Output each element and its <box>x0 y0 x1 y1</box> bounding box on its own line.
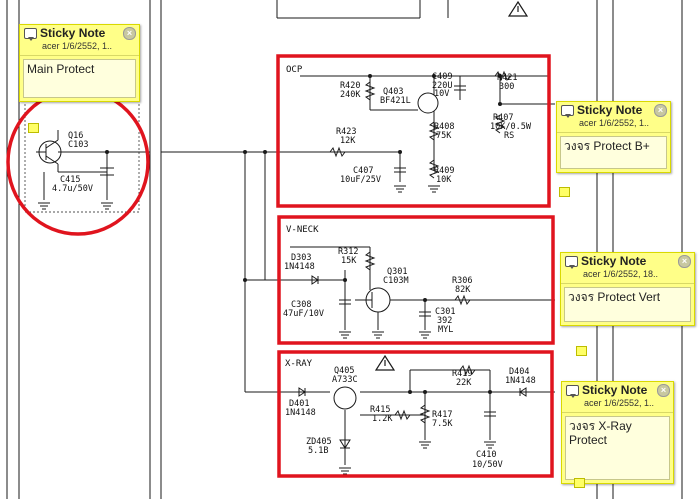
sticky-note-title: Sticky Note <box>582 383 648 397</box>
main-protect-highlight-circle <box>6 88 150 236</box>
sticky-note-protect-bplus[interactable]: Sticky Note × acer 1/6/2552, 1.. วงจร Pr… <box>556 101 671 173</box>
section-label-vneck: V-NECK <box>286 225 319 235</box>
sticky-note-title: Sticky Note <box>40 26 106 40</box>
sticky-note-icon <box>24 28 37 41</box>
close-icon[interactable]: × <box>678 255 691 268</box>
sticky-note-header[interactable]: Sticky Note × acer 1/6/2552, 18.. <box>561 253 694 284</box>
sticky-note-marker-icon[interactable] <box>576 346 587 356</box>
sticky-note-icon <box>561 105 574 118</box>
sticky-note-marker-icon[interactable] <box>28 123 39 133</box>
sticky-note-body[interactable]: Main Protect <box>23 59 136 98</box>
sticky-note-body[interactable]: วงจร Protect B+ <box>560 136 667 169</box>
sticky-note-meta: acer 1/6/2552, 1.. <box>579 118 650 128</box>
close-icon[interactable]: × <box>123 27 136 40</box>
sticky-note-body[interactable]: วงจร Protect Vert <box>564 287 691 322</box>
sticky-note-icon <box>566 385 579 398</box>
sticky-note-icon <box>565 256 578 269</box>
sticky-note-header[interactable]: Sticky Note × acer 1/6/2552, 1.. <box>562 382 673 413</box>
sticky-note-protect-vert[interactable]: Sticky Note × acer 1/6/2552, 18.. วงจร P… <box>560 252 695 326</box>
sticky-note-meta: acer 1/6/2552, 1.. <box>584 398 655 408</box>
section-label-xray: X-RAY <box>285 359 313 369</box>
section-label-ocp: OCP <box>286 65 303 75</box>
sticky-note-main-protect[interactable]: Sticky Note × acer 1/6/2552, 1.. Main Pr… <box>19 24 140 102</box>
sticky-note-body[interactable]: วงจร X-Ray Protect <box>565 416 670 480</box>
xray-highlight-box <box>277 350 554 478</box>
sticky-note-header[interactable]: Sticky Note × acer 1/6/2552, 1.. <box>557 102 670 133</box>
vneck-highlight-box <box>277 215 555 345</box>
sticky-note-meta: acer 1/6/2552, 18.. <box>583 269 659 279</box>
sticky-note-xray-protect[interactable]: Sticky Note × acer 1/6/2552, 1.. วงจร X-… <box>561 381 674 484</box>
sticky-note-marker-icon[interactable] <box>574 478 585 488</box>
close-icon[interactable]: × <box>654 104 667 117</box>
sticky-note-meta: acer 1/6/2552, 1.. <box>42 41 113 51</box>
sticky-note-header[interactable]: Sticky Note × acer 1/6/2552, 1.. <box>20 25 139 56</box>
sticky-note-title: Sticky Note <box>581 254 647 268</box>
sticky-note-marker-icon[interactable] <box>559 187 570 197</box>
warning-icon <box>374 0 529 371</box>
ocp-highlight-box <box>276 54 551 208</box>
sticky-note-title: Sticky Note <box>577 103 643 117</box>
close-icon[interactable]: × <box>657 384 670 397</box>
